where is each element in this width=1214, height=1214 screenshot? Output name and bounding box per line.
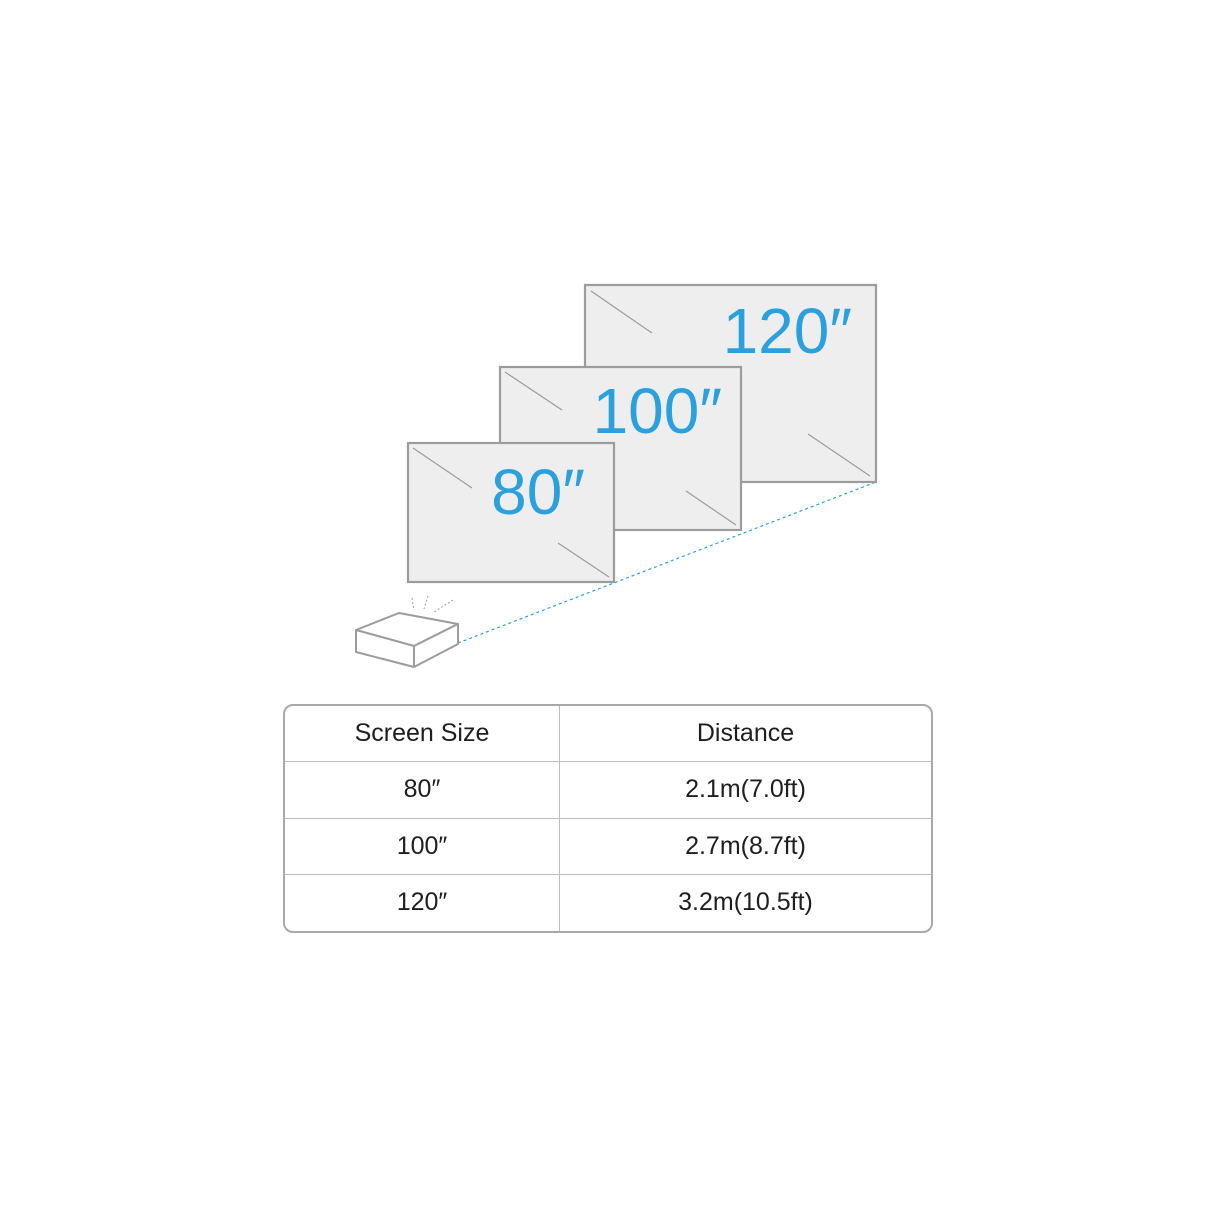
screen-80-glare-top — [412, 447, 473, 489]
projection-diagram: 120″ 100″ 80″ — [355, 283, 878, 668]
screen-80-glare-bottom — [557, 542, 610, 578]
table-cell-distance-120: 3.2m(10.5ft) — [678, 888, 813, 917]
screen-120-label: 120″ — [723, 295, 852, 367]
distance-table: Screen Size Distance 80″ 2.1m(7.0ft) 100… — [283, 704, 933, 933]
screen-80: 80″ — [406, 441, 616, 584]
table-cell-size-120: 120″ — [285, 874, 560, 931]
light-ray-left — [411, 597, 415, 611]
table-header-screen-size: Screen Size — [285, 706, 560, 763]
screen-80-frame — [406, 441, 616, 584]
projector-side-face — [413, 623, 459, 668]
screen-100-glare-bottom — [685, 490, 737, 526]
screen-80-label: 80″ — [491, 456, 585, 528]
table-header-distance: Distance — [560, 706, 931, 763]
screen-120-glare-top — [590, 290, 653, 334]
table-cell-size-100: 100″ — [285, 818, 560, 875]
screen-120-glare-bottom — [807, 433, 871, 477]
screen-100-label: 100″ — [593, 375, 722, 447]
screen-100-glare-top — [504, 371, 563, 411]
projection-beam-line — [457, 481, 877, 644]
table-cell-size-80: 80″ — [285, 762, 560, 819]
projector-icon — [355, 595, 459, 668]
table-cell-distance-100: 2.7m(8.7ft) — [560, 819, 931, 875]
light-ray-right — [433, 599, 454, 613]
light-ray-middle — [423, 595, 429, 610]
table-cell-distance-80: 2.1m(7.0ft) — [560, 762, 931, 819]
